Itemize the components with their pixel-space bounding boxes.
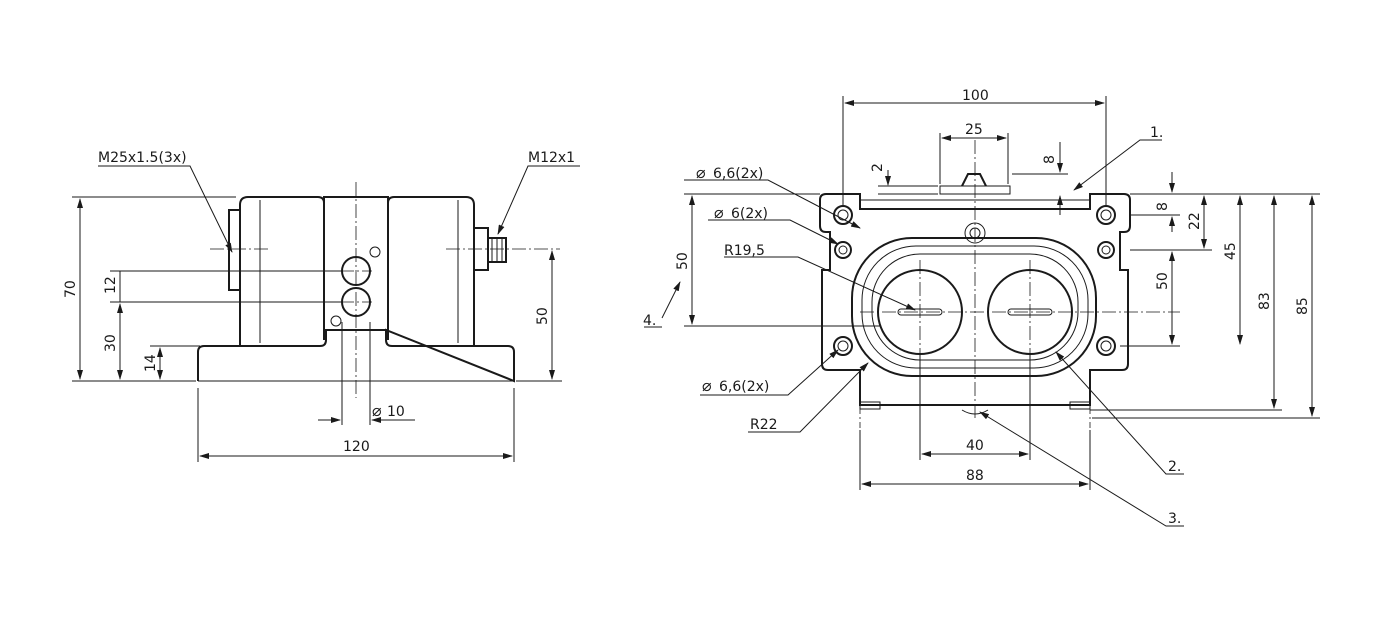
label-hole-66-top: 6,6(2x) [713,166,763,182]
dim-dia-10: 10 [387,404,405,420]
label-1: 1. [1150,125,1163,141]
front-hole-bl [833,336,853,356]
label-4: 4. [643,313,656,329]
side-base-plate [197,328,515,383]
label-hole-66-bottom: 6,6(2x) [719,379,769,395]
dim-30: 30 [103,334,119,352]
dim-12: 12 [103,276,119,294]
dim-50-front-left: 50 [675,252,691,270]
diameter-symbol-10: ⌀ [372,401,382,420]
dim-120: 120 [343,439,370,455]
label-thread-m12: M12x1 [528,150,575,166]
dim-40: 40 [966,438,984,454]
dim-2: 2 [870,163,886,172]
front-hole-tl [833,205,853,225]
dim-14: 14 [143,354,159,372]
dim-100: 100 [962,88,989,104]
diameter-symbol-66-bottom: ⌀ [702,376,712,395]
dim-70: 70 [63,280,79,298]
dim-22: 22 [1187,212,1203,230]
dim-88: 88 [966,468,984,484]
front-view [644,96,1320,527]
label-3: 3. [1168,511,1181,527]
side-center-plate [323,196,389,331]
front-hole-br [1096,336,1116,356]
dim-85: 85 [1295,297,1311,315]
dim-50-side: 50 [535,307,551,325]
dim-50-front-right: 50 [1155,272,1171,290]
front-housing-outline [819,193,1131,406]
front-hole-mr [1097,241,1115,259]
dim-83: 83 [1257,292,1273,310]
side-view [72,165,580,462]
label-thread-m25: M25x1.5(3x) [98,150,187,166]
front-hole-ml [834,241,852,259]
front-hole-tr [1096,205,1116,225]
diameter-symbol-66-top: ⌀ [696,163,706,182]
label-hole-6: 6(2x) [731,206,768,222]
label-2: 2. [1168,459,1181,475]
label-r195: R19,5 [724,243,765,259]
dim-8-right: 8 [1155,202,1171,211]
dim-45: 45 [1223,242,1239,260]
dim-8-top: 8 [1042,155,1058,164]
diameter-symbol-6: ⌀ [714,203,724,222]
label-r22: R22 [750,417,778,433]
dim-25: 25 [965,122,983,138]
side-body-right [387,196,475,346]
